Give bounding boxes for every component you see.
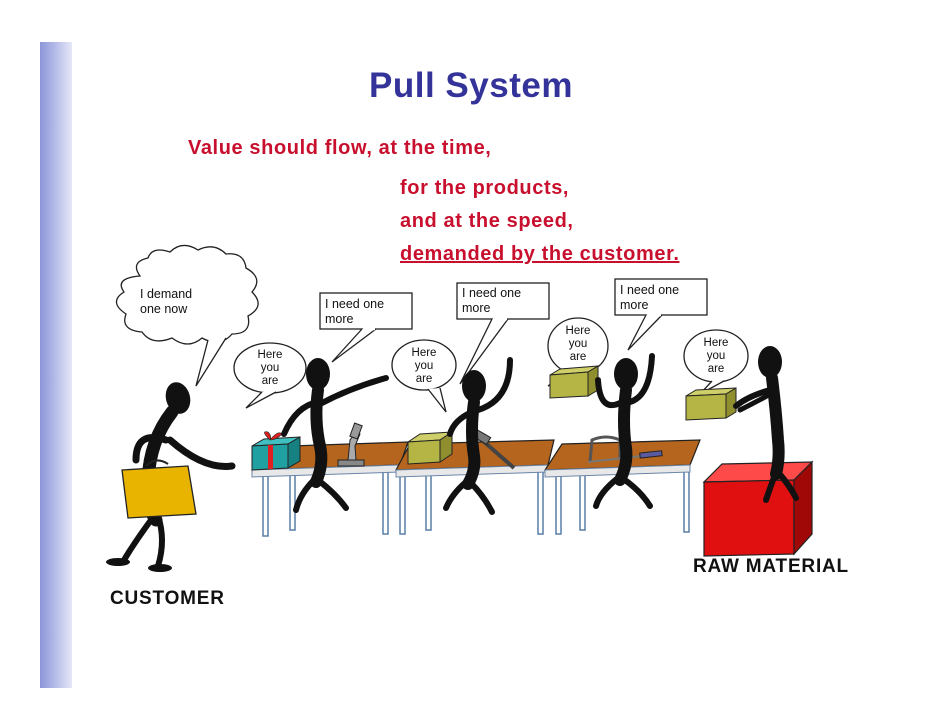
worker-2-request-text: I need one more <box>462 286 522 315</box>
raw-material-block <box>702 460 814 557</box>
olive-box-transit-1 <box>549 365 599 399</box>
worker-figure-4 <box>733 346 799 503</box>
speech-bubble-worker-1 <box>319 292 413 363</box>
reply-text-d: Here you are <box>703 337 729 375</box>
olive-box-transit-2 <box>685 387 737 421</box>
reply-oval-a <box>233 342 307 409</box>
gift-box <box>251 431 301 471</box>
speech-bubble-worker-3 <box>614 278 708 351</box>
customer-label: CUSTOMER <box>110 588 225 609</box>
subtitle-line-3: and at the speed, <box>400 210 574 232</box>
reply-text-c: Here you are <box>565 325 591 363</box>
worker-1-request-text: I need one more <box>325 297 385 326</box>
subtitle-line-1: Value should flow, at the time, <box>188 137 492 159</box>
speech-bubble-worker-2 <box>456 282 550 385</box>
reply-oval-d <box>683 329 749 395</box>
microscope <box>337 422 365 467</box>
subtitle-line-4: demanded by the customer. <box>400 243 680 265</box>
worker-figure-3 <box>593 353 655 509</box>
worker-3-request-text: I need one more <box>620 283 680 312</box>
reply-oval-b <box>391 339 457 413</box>
hacksaw <box>587 435 663 463</box>
olive-box-bench-2 <box>406 431 454 465</box>
customer-figure <box>106 382 236 572</box>
slide-side-bar <box>40 42 72 688</box>
worker-figure-1 <box>281 358 389 513</box>
raw-material-label: RAW MATERIAL <box>693 556 849 577</box>
reply-text-a: Here you are <box>257 349 283 387</box>
reply-text-b: Here you are <box>411 347 437 385</box>
slide-title: Pull System <box>369 66 573 105</box>
subtitle-line-2: for the products, <box>400 177 570 199</box>
customer-thought-cloud <box>115 244 259 387</box>
worker-figure-2 <box>443 357 513 515</box>
customer-demand-text: I demand one now <box>140 287 193 316</box>
